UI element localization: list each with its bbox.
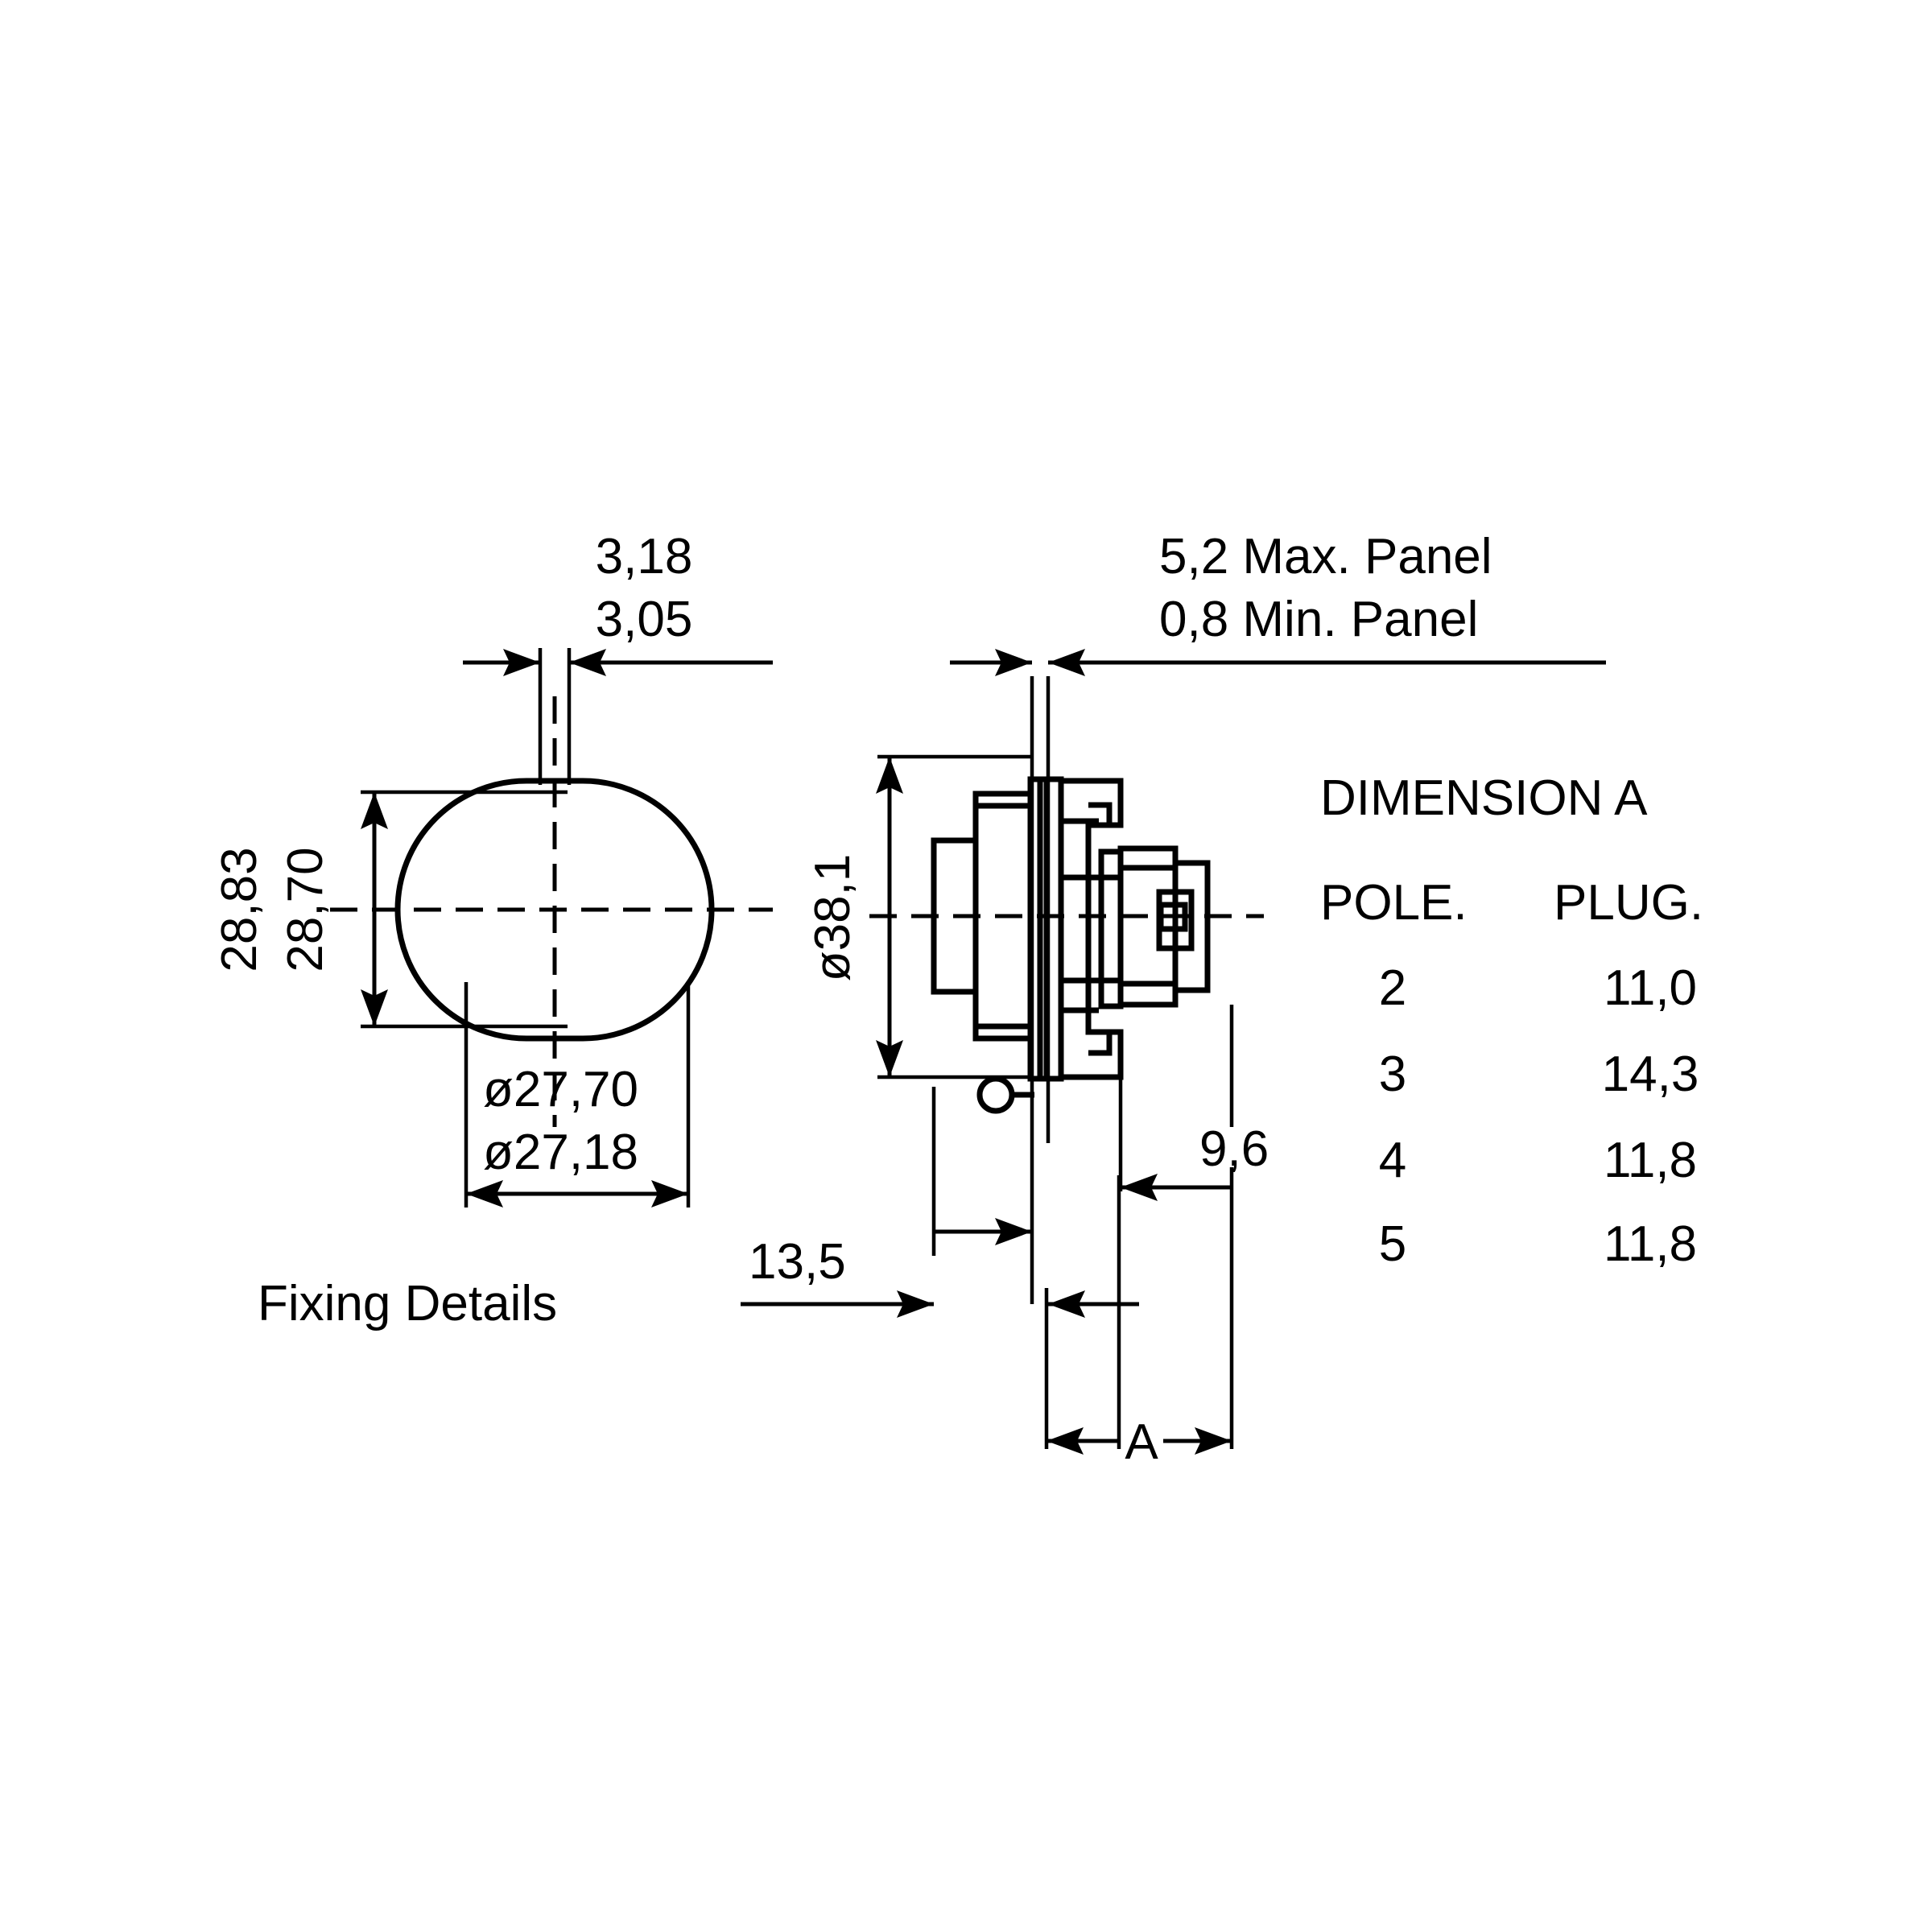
table-cell-pole: 5 (1379, 1216, 1406, 1272)
diameter-dim-lower-label: ø27,18 (483, 1125, 638, 1180)
table-cell-plug: 11,0 (1604, 960, 1697, 1016)
table-cell-pole: 4 (1379, 1133, 1406, 1188)
panel-max-label: 5,2 Max. Panel (1159, 529, 1492, 584)
diameter-dim-upper-label: ø27,70 (483, 1062, 638, 1117)
dimension-a-line (1046, 1427, 1232, 1455)
panel-thickness-dimension (950, 649, 1606, 676)
flange-diameter-label: ø38,1 (805, 854, 861, 982)
table-row: 2 11,0 (1379, 960, 1697, 1016)
table-row: 5 11,8 (1379, 1216, 1697, 1272)
depth-9-6-label: 9,6 (1199, 1121, 1269, 1177)
upper-latch-profile (1061, 778, 1124, 881)
dimension-a-table: DIMENSION A POLE. PLUG. 2 11,0 3 14,3 4 … (1320, 770, 1703, 1272)
lower-latch-notch (1088, 1034, 1113, 1056)
flat-dim-upper-label: 3,18 (596, 529, 693, 584)
table-cell-pole: 3 (1379, 1046, 1406, 1102)
insert-collar (1085, 874, 1124, 984)
height-dim-lower-label: 28,70 (278, 847, 333, 972)
contact-pin-core (1158, 902, 1188, 932)
fixing-details-view (330, 648, 773, 1208)
flat-width-dimension (463, 648, 773, 785)
table-cell-plug: 14,3 (1602, 1046, 1699, 1102)
panel-cutout-outline (394, 778, 715, 1042)
connector-section-view (741, 649, 1606, 1455)
table-title: DIMENSION A (1320, 770, 1648, 826)
fixing-lug-icon (976, 1075, 1015, 1114)
height-dim-upper-label: 28,83 (212, 847, 267, 972)
panel-min-label: 0,8 Min. Panel (1159, 592, 1478, 647)
flat-dim-lower-label: 3,05 (596, 592, 693, 647)
table-header-pole: POLE. (1320, 875, 1468, 931)
table-cell-plug: 11,8 (1604, 1216, 1697, 1272)
table-cell-plug: 11,8 (1604, 1133, 1697, 1188)
table-row: 4 11,8 (1379, 1133, 1697, 1188)
flange-diameter-dimension (876, 754, 1032, 1080)
depth-13-5-dimension (741, 1290, 934, 1318)
dimension-a-label: A (1125, 1414, 1158, 1470)
depth-13-5-label: 13,5 (749, 1234, 846, 1290)
lower-latch-profile (1061, 977, 1124, 1080)
table-cell-pole: 2 (1379, 960, 1406, 1016)
depth-9-6-dimension (1121, 1174, 1232, 1201)
table-header-plug: PLUG. (1554, 875, 1703, 931)
upper-latch-notch (1088, 802, 1113, 823)
contact-sleeve (1117, 845, 1179, 1008)
table-row: 3 14,3 (1379, 1046, 1699, 1102)
middle-depth-arrows (935, 1218, 1139, 1318)
cutout-height-dimension (361, 790, 568, 1029)
cutout-diameter-dimension (464, 982, 691, 1208)
fixing-details-caption: Fixing Details (258, 1276, 557, 1331)
